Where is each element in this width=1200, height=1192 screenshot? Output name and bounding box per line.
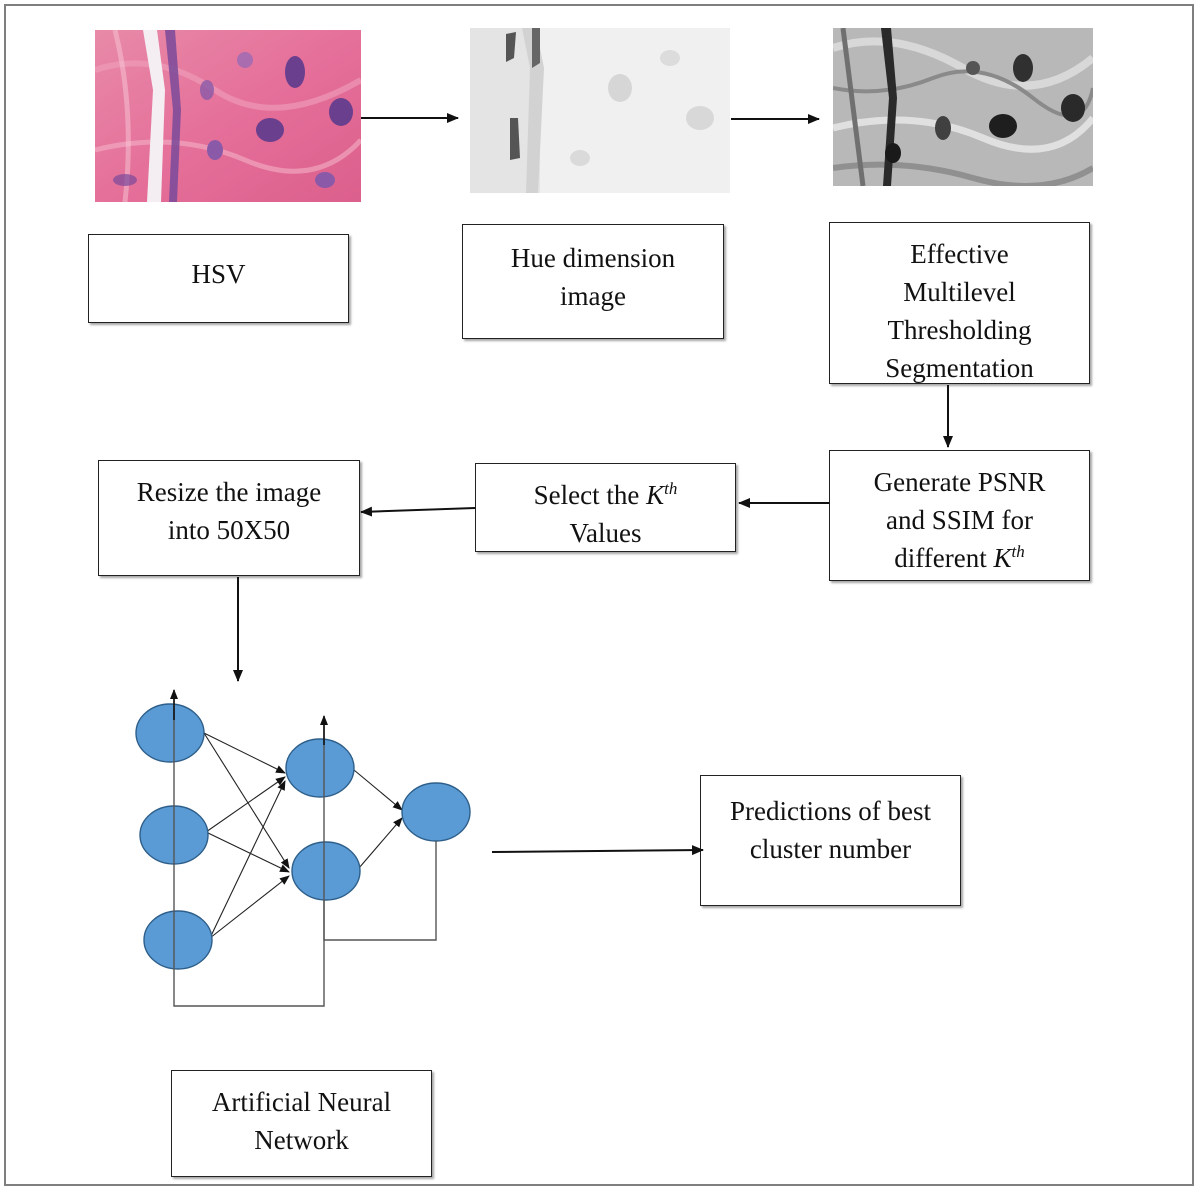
- ann-line-1: Artificial Neural: [211, 1087, 392, 1117]
- predictions-line-2: cluster number: [749, 834, 912, 864]
- generate-line-1: Generate PSNR: [873, 467, 1046, 497]
- hue-dimension-box: Hue dimension image: [462, 224, 724, 339]
- network-feedback-loops: [173, 692, 437, 1007]
- select-th-superscript: th: [664, 479, 678, 498]
- hue-box-line-2: image: [560, 281, 626, 311]
- predictions-line-1: Predictions of best: [730, 796, 931, 826]
- predictions-box: Predictions of best cluster number: [700, 775, 961, 906]
- select-line-1: Select the Kth: [534, 476, 678, 514]
- network-edges: [203, 732, 403, 939]
- generate-line-2: and SSIM for: [886, 505, 1033, 535]
- hidden-neuron-2: [291, 841, 361, 901]
- resize-line-2: into 50X50: [167, 515, 291, 545]
- hsv-box: HSV: [88, 234, 349, 323]
- segmented-thumbnail: [833, 28, 1093, 186]
- hue-dimension-thumbnail: [470, 28, 730, 193]
- input-neuron-1: [135, 703, 205, 763]
- hsv-label: HSV: [191, 259, 246, 289]
- emts-line-2: Multilevel: [903, 277, 1016, 307]
- emts-line-1: Effective: [910, 239, 1009, 269]
- hue-box-line-1: Hue dimension: [510, 243, 676, 273]
- hidden-neuron-1: [285, 738, 355, 798]
- resize-image-box: Resize the image into 50X50: [98, 460, 360, 576]
- select-line-1-prefix: Select the: [533, 480, 647, 510]
- hue-dimension-image: [470, 28, 730, 193]
- select-line-2: Values: [569, 518, 642, 548]
- ann-box: Artificial Neural Network: [171, 1070, 432, 1177]
- multilevel-thresholding-box: Effective Multilevel Thresholding Segmen…: [829, 222, 1090, 384]
- generate-psnr-ssim-box: Generate PSNR and SSIM for different Kth: [829, 450, 1090, 581]
- emts-line-4: Segmentation: [885, 353, 1034, 383]
- select-k-symbol: K: [646, 480, 665, 510]
- arrow-select-to-resize: [360, 506, 476, 517]
- outer-frame: [4, 4, 1194, 1186]
- generate-line-3: different Kth: [874, 539, 1046, 577]
- input-neuron-3: [143, 910, 213, 970]
- arrow-network-to-predictions: [491, 845, 704, 856]
- he-tissue-image: [95, 30, 361, 202]
- network-neurons: [135, 703, 471, 970]
- resize-line-1: Resize the image: [136, 477, 322, 507]
- ann-line-2: Network: [254, 1125, 349, 1155]
- segmented-image: [833, 28, 1093, 186]
- output-neuron: [401, 782, 471, 842]
- emts-line-3: Thresholding: [887, 315, 1032, 345]
- generate-th-superscript: th: [1011, 542, 1025, 561]
- he-tissue-thumbnail: [95, 30, 361, 202]
- generate-k-symbol: K: [993, 543, 1012, 573]
- generate-line-3-prefix: different: [894, 543, 994, 573]
- select-kth-values-box: Select the Kth Values: [475, 463, 736, 552]
